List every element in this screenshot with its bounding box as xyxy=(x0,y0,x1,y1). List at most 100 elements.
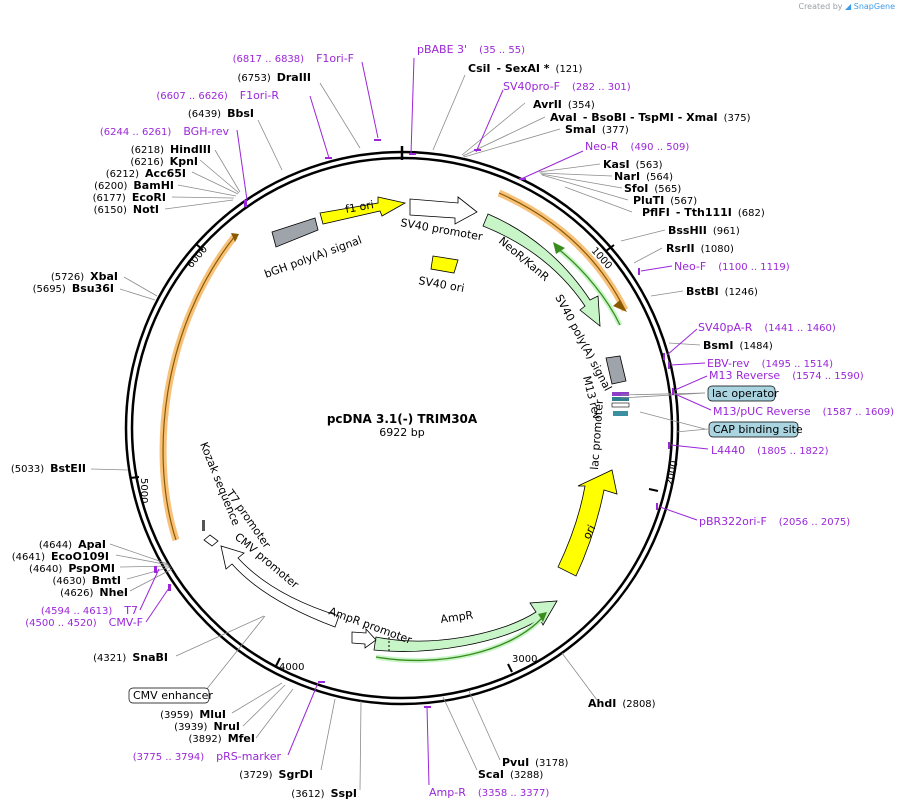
tick-marks xyxy=(129,243,659,673)
label-kozak: Kozak sequence xyxy=(197,440,242,527)
enzyme-bamhi: (6200)BamHI xyxy=(94,179,174,192)
neor-orf-arrowhead xyxy=(613,300,627,312)
enzyme-nrui: (3939)NruI xyxy=(174,720,240,733)
primer-neo-r: Neo-R(490 .. 509) xyxy=(585,140,689,153)
enzyme-hindiii: (6218)HindIII xyxy=(131,143,211,156)
enzyme-snabi: (4321)SnaBI xyxy=(93,651,168,664)
cap-site-label: CAP binding site xyxy=(708,421,803,438)
enzyme-ahdi: AhdI(2808) xyxy=(588,697,656,710)
tick-label-6000: 6000 xyxy=(185,244,210,271)
enzyme-sfoi: SfoI(565) xyxy=(624,182,681,195)
ampr-inner-line xyxy=(375,617,543,662)
ampr-inner-arrowhead xyxy=(538,612,547,622)
enzyme-ecori: (6177)EcoRI xyxy=(93,191,166,204)
cmv-enhancer-label: CMV enhancer xyxy=(128,687,213,704)
primer-pbr322ori-f: pBR322ori-F(2056 .. 2075) xyxy=(699,515,850,528)
tick-label-2000: 2000 xyxy=(665,460,681,487)
primer-m13-reverse: M13 Reverse(1574 .. 1590) xyxy=(709,369,864,382)
lac-operator-label: lac operator xyxy=(707,385,779,402)
primer-labels: pBABE 3'(35 .. 55) SV40pro-F(282 .. 301)… xyxy=(25,43,894,799)
primer-amp-r: Amp-R(3358 .. 3377) xyxy=(429,786,549,799)
primer-prs-marker: (3775 .. 3794)pRS-marker xyxy=(133,750,282,763)
enzyme-smai: SmaI(377) xyxy=(565,123,629,136)
neor-inner-line xyxy=(556,247,621,326)
plasmid-length: 6922 bp xyxy=(379,426,424,439)
enzyme-bmti: (4630)BmtI xyxy=(53,574,121,587)
sv40-promoter-arrow xyxy=(409,196,478,225)
tick-label-5000: 5000 xyxy=(138,478,149,503)
label-ori: ori xyxy=(580,523,598,542)
bgh-polya-box xyxy=(271,217,319,248)
enzyme-labels: CsiI- SexAI *(121) AvrII(354) AvaI- BsoB… xyxy=(11,62,773,800)
enzyme-noti: (6150)NotI xyxy=(94,203,159,216)
primer-neo-f: Neo-F(1100 .. 1119) xyxy=(674,260,790,273)
label-ampr: AmpR xyxy=(440,608,475,625)
enzyme-bsmi: BsmI(1484) xyxy=(703,339,773,352)
enzyme-mfei: (3892)MfeI xyxy=(188,732,255,745)
ampr-promoter-arrow xyxy=(351,627,377,649)
neor-inner-arrowhead xyxy=(553,242,565,254)
label-f1-ori: f1 ori xyxy=(344,198,375,216)
enzyme-rsrii: RsrII(1080) xyxy=(666,242,734,255)
primer-sv40pa-r: SV40pA-R(1441 .. 1460) xyxy=(698,321,836,334)
enzyme-bsshii: BssHII(961) xyxy=(668,224,740,237)
enzyme-pluti: PluTI(567) xyxy=(633,194,697,207)
label-sv40-ori: SV40 ori xyxy=(417,274,465,295)
kozak-mark xyxy=(202,520,205,531)
enzyme-acc65i: (6212)Acc65I xyxy=(106,167,186,180)
primer-bgh-rev: (6244 .. 6261)BGH-rev xyxy=(100,125,230,138)
enzyme-avrii: AvrII(354) xyxy=(533,98,595,111)
tick-label-4000: 4000 xyxy=(279,662,304,673)
enzyme-draiii: (6753)DraIII xyxy=(237,71,311,84)
cmv-promoter-arrow xyxy=(220,545,340,628)
enzyme-mlui: (3959)MluI xyxy=(160,708,226,721)
enzyme-bsu36i: (5695)Bsu36I xyxy=(33,282,114,295)
primer-sv40pro-f: SV40pro-F(282 .. 301) xyxy=(503,80,631,93)
enzyme-avai: AvaI- BsoBI - TspMI - XmaI(375) xyxy=(550,111,751,124)
primer-leaders xyxy=(139,57,712,786)
plasmid-name: pcDNA 3.1(-) TRIM30A xyxy=(327,412,478,426)
trim30a-orf-line xyxy=(162,235,236,541)
enzyme-sspi: (3612)SspI xyxy=(291,787,357,800)
sv40-ori-box xyxy=(430,255,459,274)
enzyme-bstbi: BstBI(1246) xyxy=(686,285,758,298)
tick-label-3000: 3000 xyxy=(512,654,537,665)
enzyme-bsteii: (5033)BstEII xyxy=(11,462,86,475)
enzyme-sgrdi: (3729)SgrDI xyxy=(239,768,313,781)
svg-text:lac operator: lac operator xyxy=(712,387,779,400)
leader-lines xyxy=(90,74,709,791)
enzyme-ecoo109i: (4641)EcoO109I xyxy=(12,550,109,563)
primer-t7: (4594 .. 4613)T7 xyxy=(41,604,138,617)
enzyme-scai: ScaI(3288) xyxy=(478,768,543,781)
enzyme-csii: CsiI- SexAI *(121) xyxy=(468,62,583,75)
neor-kanr-arrow xyxy=(482,213,601,327)
enzyme-kpni: (6216)KpnI xyxy=(130,155,198,168)
enzyme-pspomi: (4640)PspOMI xyxy=(29,562,115,575)
svg-text:CAP binding site: CAP binding site xyxy=(713,423,803,436)
feature-shapes xyxy=(159,189,630,663)
primer-l4440: L4440(1805 .. 1822) xyxy=(711,444,829,457)
enzyme-pvui: PvuI(3178) xyxy=(502,756,569,769)
primer-marks xyxy=(154,139,674,708)
label-sv40-promoter: SV40 promoter xyxy=(399,216,484,243)
sv40-polya-box xyxy=(605,355,627,385)
primer-ebv-rev: EBV-rev(1495 .. 1514) xyxy=(707,357,833,370)
f1-ori-arrow xyxy=(319,196,407,225)
ampr-arrow xyxy=(373,600,558,652)
label-lac-promoter: lac promoter xyxy=(588,399,606,471)
enzyme-nari: NarI(564) xyxy=(614,170,673,183)
enzyme-bbsi: (6439)BbsI xyxy=(188,107,254,120)
t7-promoter-mark xyxy=(203,534,219,547)
primer-pbabe3: pBABE 3'(35 .. 55) xyxy=(417,43,525,56)
lac-promoter-mark xyxy=(611,402,630,408)
enzyme-kasi: KasI(563) xyxy=(603,158,663,171)
primer-cmv-f: (4500 .. 4520)CMV-F xyxy=(25,616,143,629)
enzyme-pflfi: PflFI- Tth111I(682) xyxy=(642,206,765,219)
neor-orf-line xyxy=(498,192,626,311)
primer-m13-puc-reverse: M13/pUC Reverse(1587 .. 1609) xyxy=(713,405,894,418)
ori-arrow xyxy=(557,469,618,577)
snapgene-logo-icon: ◢ xyxy=(845,2,852,11)
m13-rev-mark xyxy=(612,392,629,396)
enzyme-apai: (4644)ApaI xyxy=(39,538,106,551)
